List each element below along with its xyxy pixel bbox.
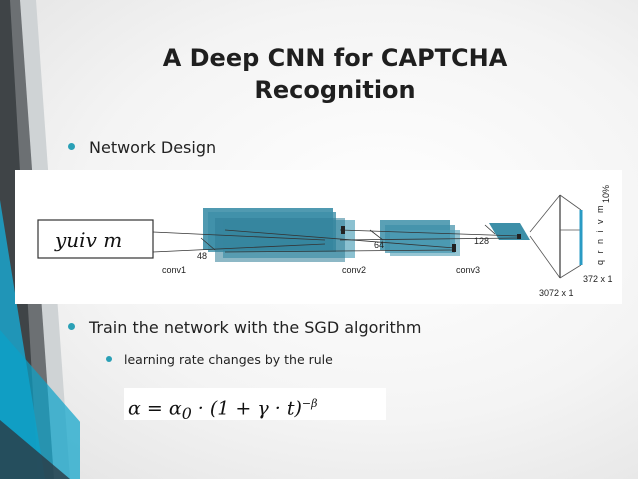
sub-bullet-learning-rate: learning rate changes by the rule: [106, 352, 333, 367]
label-128: 128: [474, 236, 489, 246]
label-fc-size: 3072 x 1: [539, 288, 574, 298]
bullet-dot: [68, 143, 75, 150]
label-output-chars: q r n i v m: [595, 203, 605, 265]
bullet-text: Network Design: [89, 138, 217, 157]
bullet-dot: [68, 323, 75, 330]
label-64: 64: [374, 240, 384, 250]
label-48: 48: [197, 251, 207, 261]
bullet-network-design: Network Design: [68, 138, 216, 157]
label-percent: 10%: [601, 185, 611, 203]
label-conv3: conv3: [456, 265, 480, 275]
left-decoration: [0, 0, 80, 479]
feature-map: [390, 230, 460, 256]
feature-map: [215, 218, 345, 262]
bullet-train-network: Train the network with the SGD algorithm: [68, 318, 421, 337]
label-conv2: conv2: [342, 265, 366, 275]
feature-map: [489, 223, 530, 240]
slide-title: A Deep CNN for CAPTCHA Recognition: [110, 42, 560, 106]
label-conv1: conv1: [162, 265, 186, 275]
captcha-input-box: [37, 219, 154, 259]
sub-bullet-text: learning rate changes by the rule: [124, 352, 333, 367]
label-output-size: 372 x 1: [583, 274, 613, 284]
captcha-image-text: yuiv m: [54, 228, 122, 252]
title-line-2: Recognition: [254, 76, 416, 104]
cnn-architecture-diagram: yuiv m 48 64: [15, 170, 622, 304]
bullet-dot: [106, 355, 112, 362]
title-line-1: A Deep CNN for CAPTCHA: [162, 44, 508, 72]
learning-rate-formula: α = α0 · (1 + γ · t)−β: [124, 388, 386, 423]
bullet-text: Train the network with the SGD algorithm: [89, 318, 422, 337]
